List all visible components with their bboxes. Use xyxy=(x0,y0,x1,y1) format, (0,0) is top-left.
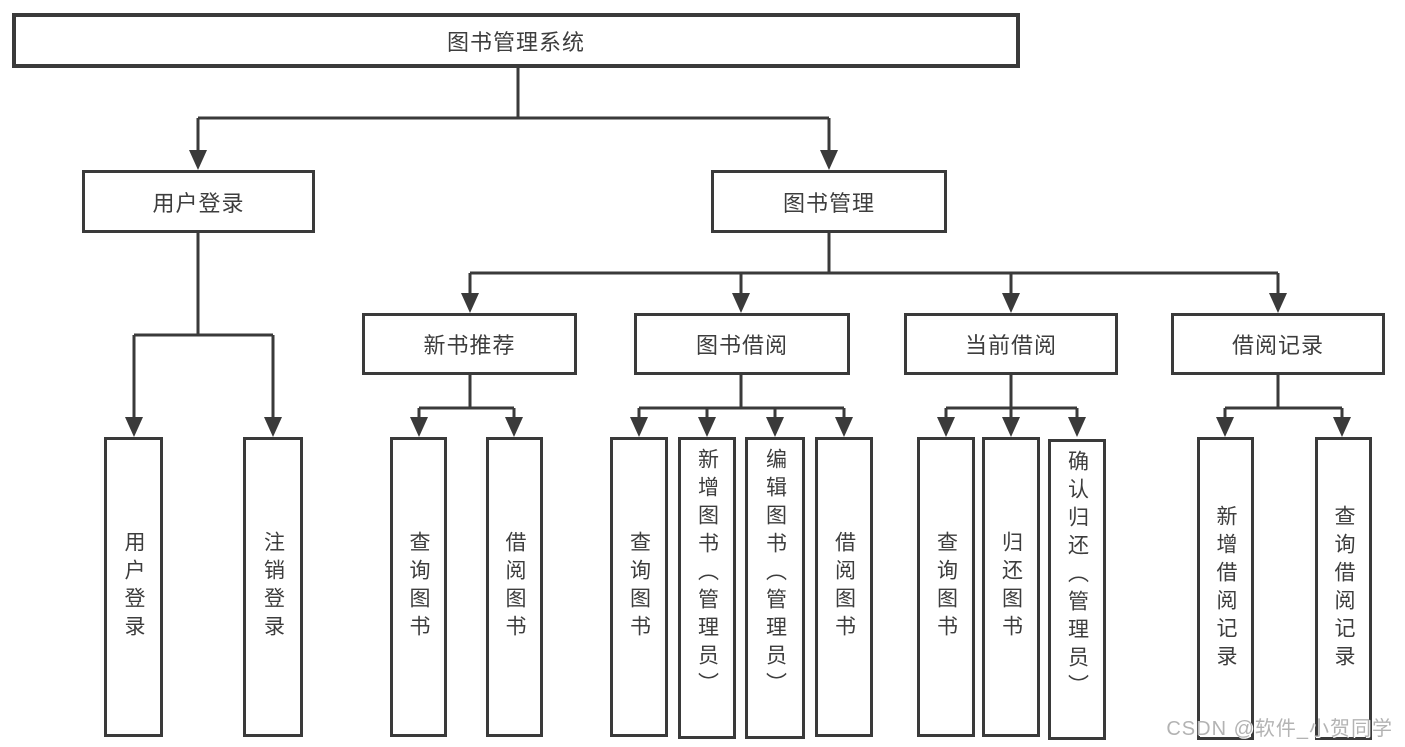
leaf-label: 归还图书 xyxy=(999,531,1023,643)
leaf-confirm-return-admin: 确认归还（管理员） xyxy=(1048,439,1106,740)
node-book-management: 图书管理 xyxy=(711,170,947,233)
arrowhead xyxy=(410,417,428,437)
node-label: 图书管理 xyxy=(782,190,875,216)
arrow-shaft xyxy=(637,408,846,419)
leaf-label: 新增图书（管理员） xyxy=(695,448,719,700)
node-current-borrow: 当前借阅 xyxy=(904,313,1118,375)
node-borrow-records: 借阅记录 xyxy=(1171,313,1385,375)
node-library-system: 图书管理系统 xyxy=(12,13,1020,68)
arrowhead xyxy=(835,417,853,437)
node-label: 图书借阅 xyxy=(695,333,788,358)
leaf-borrow-books-recommend: 借阅图书 xyxy=(486,437,543,737)
leaf-query-books-recommend: 查询图书 xyxy=(390,437,447,737)
arrowhead xyxy=(1216,417,1234,437)
node-label: 新书推荐 xyxy=(423,333,516,358)
leaf-label: 注销登录 xyxy=(261,531,285,643)
arrowhead xyxy=(1068,417,1086,437)
leaf-label: 查询借阅记录 xyxy=(1332,504,1355,673)
node-book-borrow: 图书借阅 xyxy=(634,313,850,375)
leaf-user-login: 用户登录 xyxy=(104,437,163,737)
connector-current xyxy=(946,373,1077,410)
node-label: 用户登录 xyxy=(152,190,245,216)
node-label: 当前借阅 xyxy=(964,333,1057,358)
leaf-logout: 注销登录 xyxy=(243,437,303,737)
leaf-label: 新增借阅记录 xyxy=(1214,504,1237,673)
arrow-shaft xyxy=(1223,408,1344,419)
connector-records xyxy=(1225,373,1342,410)
arrowhead xyxy=(264,417,282,437)
leaf-label: 确认归还（管理员） xyxy=(1065,450,1089,702)
arrow-shaft xyxy=(468,273,1280,295)
leaf-query-books-borrow: 查询图书 xyxy=(610,437,668,737)
arrowhead xyxy=(125,417,143,437)
leaf-return-books: 归还图书 xyxy=(982,437,1040,737)
arrowhead xyxy=(505,417,523,437)
arrowhead xyxy=(189,150,207,170)
arrowhead xyxy=(1333,417,1351,437)
arrowhead xyxy=(1002,417,1020,437)
leaf-label: 用户登录 xyxy=(122,531,145,643)
leaf-label: 借阅图书 xyxy=(503,531,526,643)
leaf-label: 查询图书 xyxy=(627,531,651,643)
arrow-shaft xyxy=(132,335,275,419)
leaf-label: 查询图书 xyxy=(934,531,958,643)
arrowhead xyxy=(732,293,750,313)
arrowhead xyxy=(1269,293,1287,313)
leaf-add-borrow-record: 新增借阅记录 xyxy=(1197,437,1254,740)
arrowhead xyxy=(820,150,838,170)
connector-management xyxy=(470,231,1278,275)
leaf-label: 借阅图书 xyxy=(832,531,856,643)
connector-recommend xyxy=(419,373,514,410)
csdn-watermark: CSDN @软件_小贺同学 xyxy=(1166,718,1393,740)
arrow-shaft xyxy=(417,408,516,419)
arrowhead xyxy=(937,417,955,437)
leaf-label: 编辑图书（管理员） xyxy=(763,448,787,700)
leaf-edit-books-admin: 编辑图书（管理员） xyxy=(745,437,805,739)
node-label: 图书管理系统 xyxy=(446,29,585,55)
connector-login xyxy=(134,231,273,337)
node-user-login: 用户登录 xyxy=(82,170,315,233)
leaf-borrow-books: 借阅图书 xyxy=(815,437,873,737)
leaf-add-books-admin: 新增图书（管理员） xyxy=(678,437,736,739)
arrowhead xyxy=(461,293,479,313)
arrowhead xyxy=(766,417,784,437)
arrowhead xyxy=(698,417,716,437)
connector-borrow xyxy=(639,373,844,410)
node-new-book-recommend: 新书推荐 xyxy=(362,313,577,375)
arrowhead xyxy=(1002,293,1020,313)
leaf-query-books-current: 查询图书 xyxy=(917,437,975,737)
connector-root xyxy=(198,66,829,120)
arrowhead xyxy=(630,417,648,437)
leaf-label: 查询图书 xyxy=(407,531,430,643)
leaf-query-borrow-record: 查询借阅记录 xyxy=(1315,437,1372,740)
arrow-shaft xyxy=(196,118,831,152)
node-label: 借阅记录 xyxy=(1231,333,1324,358)
